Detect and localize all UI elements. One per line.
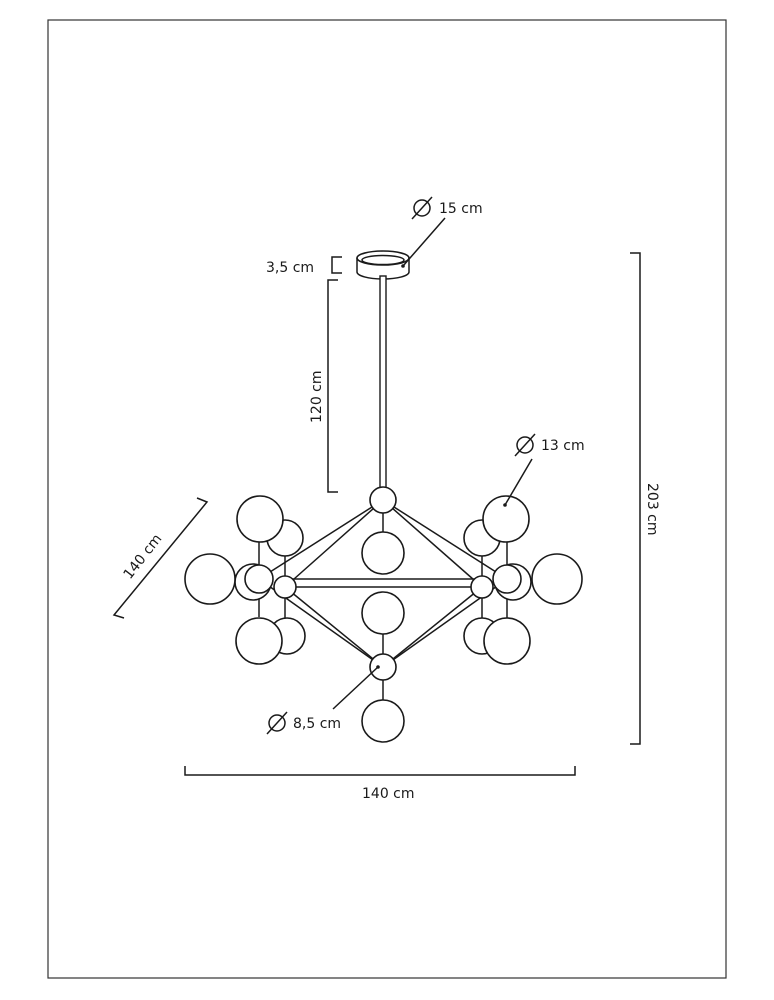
canopy-height-label: 3,5 cm: [266, 260, 314, 276]
globe: [361, 531, 405, 575]
depth-label: 140 cm: [121, 531, 166, 582]
globe: [482, 495, 530, 543]
rod: [379, 275, 387, 489]
hub-diameter-label: 8,5 cm: [293, 716, 341, 732]
diameter-icon: [411, 196, 433, 220]
globe: [361, 591, 405, 635]
globe: [184, 553, 236, 605]
globe: [531, 553, 583, 605]
diameter-icon: [266, 711, 288, 735]
rod-length-label: 120 cm: [309, 370, 325, 423]
hubs: [244, 486, 522, 681]
globe-diameter-label: 13 cm: [541, 438, 585, 454]
total-height-label: 203 cm: [644, 483, 660, 536]
globe: [361, 699, 405, 743]
canopy: [356, 250, 410, 280]
frame-border: [47, 19, 727, 979]
dimension-lines: [112, 217, 641, 776]
globe: [236, 495, 284, 543]
glass-globes: [184, 495, 583, 743]
diameter-icon: [514, 433, 536, 457]
canopy-diameter-label: 15 cm: [439, 201, 483, 217]
width-label: 140 cm: [362, 786, 415, 802]
globe: [483, 617, 531, 665]
globe: [235, 617, 283, 665]
